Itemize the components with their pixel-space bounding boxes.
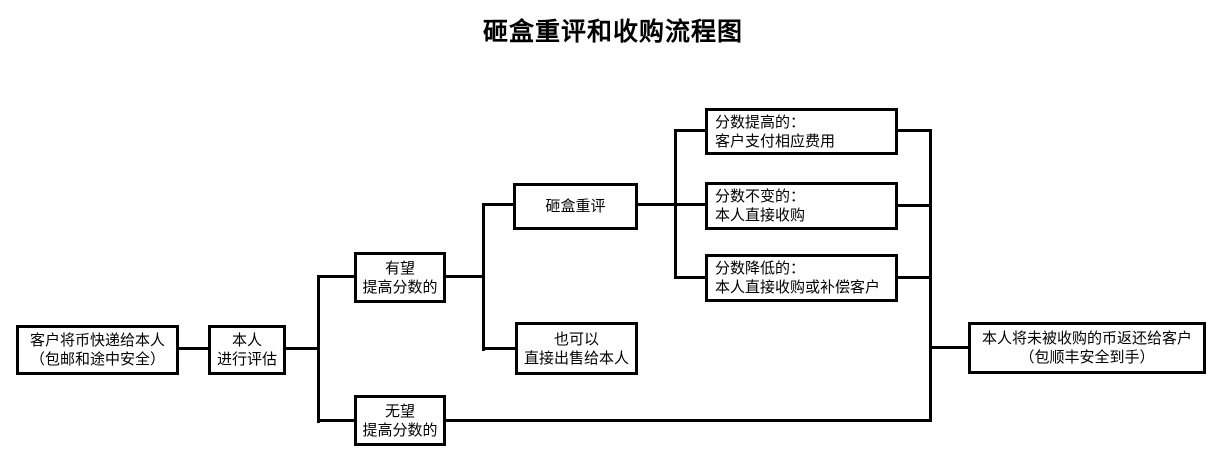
connector-score-up-to-bus [898,129,931,132]
connector-score-same-to-bus [898,204,931,207]
connector-to-reevaluate [482,203,513,206]
flow-node-score-up: 分数提高的： 客户支付相应费用 [705,108,898,155]
node-text-line: 无望 [384,402,415,420]
connector-branch-vertical-1 [317,275,320,423]
connector-to-hopeless [317,419,354,422]
connector-bus-to-return [929,346,968,349]
connector-to-sell-direct [482,347,515,350]
node-text-line: 客户支付相应费用 [715,132,836,150]
flow-node-customer-send: 客户将币快递给本人 （包邮和途中安全） [16,325,179,375]
connector-bus-vertical-right [929,129,932,422]
flow-node-hopeful: 有望 提高分数的 [354,252,446,303]
flow-node-score-same: 分数不变的： 本人直接收购 [705,182,898,230]
connector-to-score-down [674,276,705,279]
flow-node-return-coins: 本人将未被收购的币返还给客户 （包顺丰安全到手） [968,322,1206,374]
node-text-line: （包邮和途中安全） [29,351,165,368]
node-text-line: 提高分数的 [362,278,438,296]
flowchart-title: 砸盒重评和收购流程图 [482,18,743,46]
node-text-line: 本人 [231,332,262,349]
node-text-line: 提高分数的 [362,421,438,439]
node-text-line: 客户将币快递给本人 [29,332,165,349]
node-text-line: 本人直接收购或补偿客户 [715,279,881,296]
node-text-line: 进行评估 [216,351,277,368]
node-text-line: 也可以 [553,330,599,348]
node-text-line: 本人直接收购 [715,207,806,224]
flow-node-reevaluate: 砸盒重评 [513,183,638,230]
node-text-line: （包顺丰安全到手） [1019,349,1155,366]
connector-to-hopeful [317,275,354,278]
node-text-line: 分数提高的： [715,113,806,131]
flow-node-score-down: 分数降低的： 本人直接收购或补偿客户 [705,254,898,302]
node-text-line: 分数不变的： [715,188,806,205]
connector-to-score-up [674,129,705,132]
connector-branch-vertical-3 [674,129,677,279]
connector-reevaluate-to-score-same [638,203,705,206]
node-text-line: 砸盒重评 [545,198,606,215]
node-text-line: 本人将未被收购的币返还给客户 [981,330,1192,347]
connector-customer-to-evaluate [178,347,208,350]
node-text-line: 有望 [384,259,415,277]
flow-node-evaluate: 本人 进行评估 [208,325,286,375]
connector-branch-vertical-2 [482,203,485,351]
connector-evaluate-to-branch [285,347,320,350]
connector-hopeless-to-bus [446,419,932,422]
connector-score-down-to-bus [898,276,931,279]
connector-hopeful-to-branch [446,275,485,278]
flow-node-hopeless: 无望 提高分数的 [354,395,446,446]
node-text-line: 直接出售给本人 [523,349,629,367]
flow-node-sell-direct: 也可以 直接出售给本人 [515,322,638,375]
node-text-line: 分数降低的： [715,260,806,277]
